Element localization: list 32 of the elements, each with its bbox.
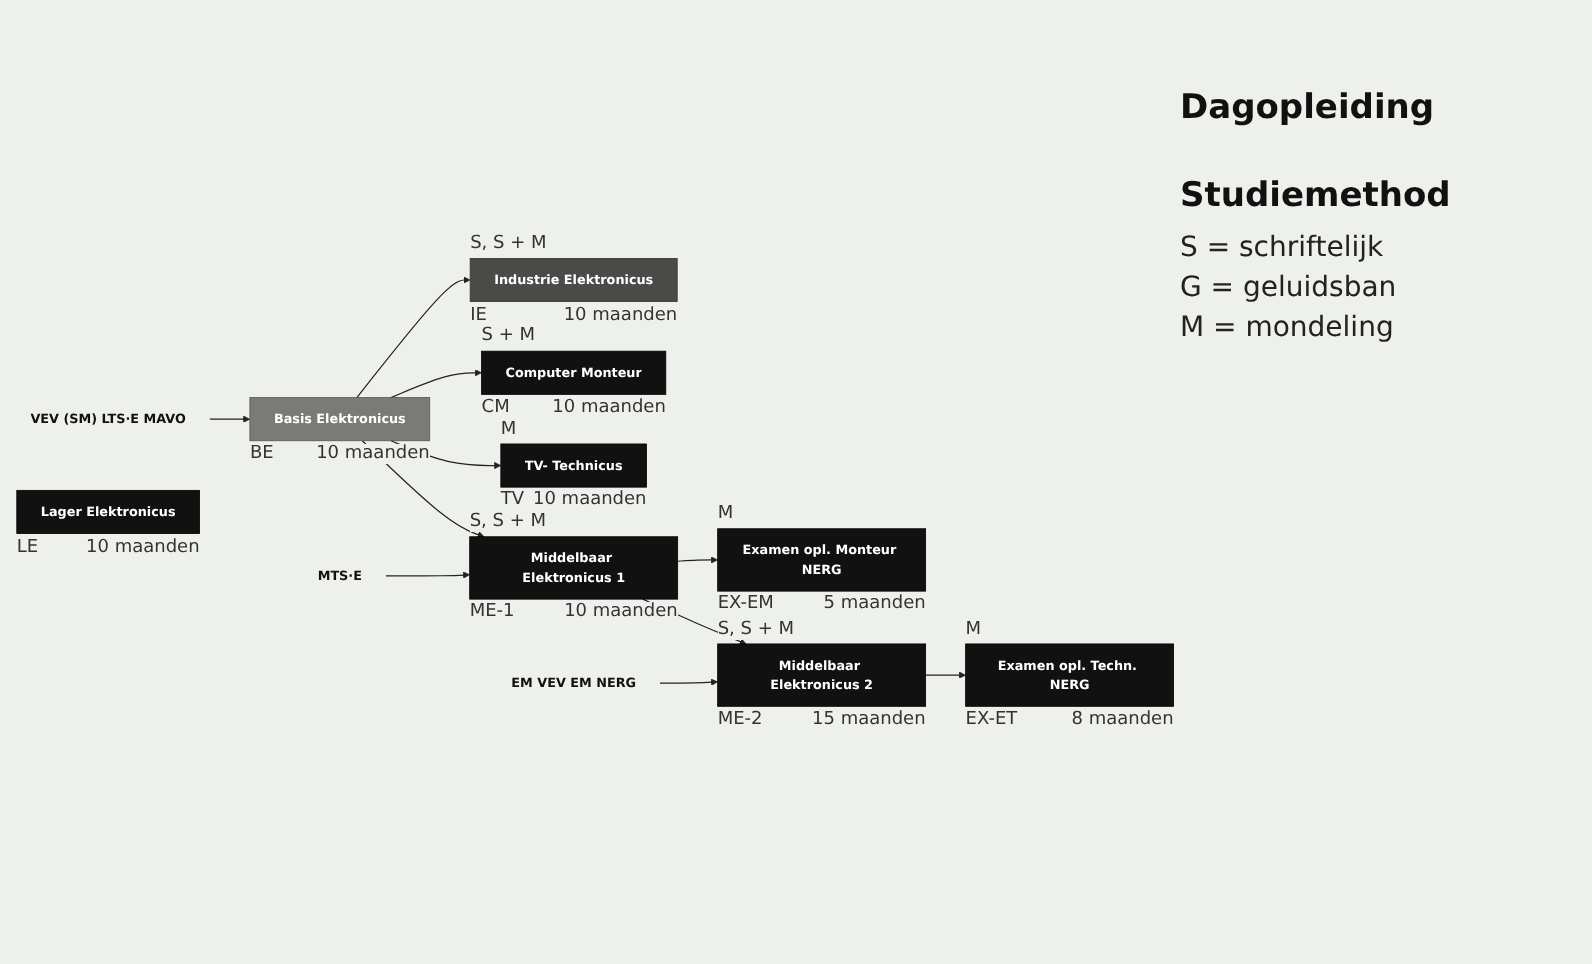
- legend-entry: S = schriftelijk: [1180, 232, 1386, 264]
- arrow: [385, 571, 470, 579]
- course-code: LE: [16, 537, 39, 558]
- legend-entry: G = geluidsban: [1180, 272, 1399, 304]
- exam-method-note: S + M: [481, 326, 536, 347]
- exam-method-note: S, S + M: [469, 512, 547, 533]
- course-code: ME-2: [717, 709, 763, 730]
- duration-note: 5 maanden: [823, 594, 926, 615]
- duration-note: 10 maanden: [532, 490, 647, 511]
- course-code: IE: [470, 305, 487, 326]
- duration-note: 10 maanden: [564, 602, 678, 623]
- exam-method-note: S, S + M: [470, 234, 547, 254]
- exam-method-note: S, S + M: [717, 619, 795, 640]
- duration-note: 10 maanden: [552, 397, 666, 418]
- course-code: CM: [481, 397, 510, 418]
- heading: Dagopleiding: [1180, 88, 1437, 128]
- exam-method-note: M: [965, 619, 982, 640]
- arrow: [925, 671, 966, 679]
- duration-note: 15 maanden: [812, 709, 926, 730]
- duration-note: 10 maanden: [86, 537, 200, 558]
- duration-note: 8 maanden: [1071, 709, 1174, 730]
- arrow: [356, 276, 471, 398]
- arrow: [659, 678, 718, 686]
- legend-entry: M = mondeling: [1180, 312, 1396, 344]
- arrow: [390, 368, 482, 398]
- duration-note: 10 maanden: [316, 444, 430, 465]
- arrow: [677, 556, 718, 564]
- duration-note: 10 maanden: [563, 305, 678, 326]
- heading: Studiemethod: [1180, 176, 1453, 216]
- exam-method-note: M: [500, 419, 517, 440]
- course-code: EX-ET: [965, 709, 1018, 730]
- arrow: [209, 415, 251, 423]
